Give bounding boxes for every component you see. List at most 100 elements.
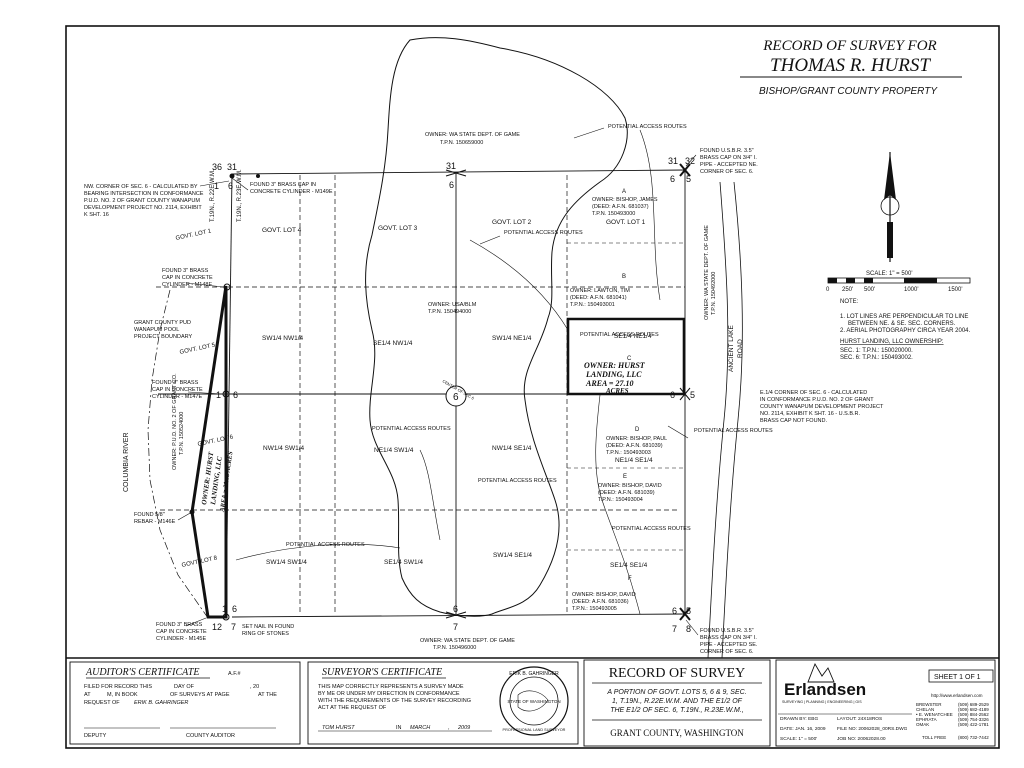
access-route-4 <box>419 449 441 541</box>
owner-f-2: (DEED: A.F.N. 681036) <box>572 599 629 605</box>
scale-tick-500: 500' <box>864 287 875 293</box>
scale-seg-2 <box>846 278 855 283</box>
ancient-lake-road-west-edge <box>707 181 729 659</box>
govt-lot-2: GOVT. LOT 2 <box>492 219 532 226</box>
note-1a: 1. LOT LINES ARE PERPENDICULAR TO LINE <box>840 314 968 320</box>
potential-access-d-1: POTENTIAL ACCESS ROUTES <box>694 428 773 434</box>
pud-boundary-2: WANAPUM POOL <box>134 327 179 333</box>
corner-num-sw-12: 12 <box>212 622 222 632</box>
auditor-l2c: OF SURVEYS AT PAGE <box>170 692 230 698</box>
drawn-by: DRAWN BY: EBG <box>780 716 818 722</box>
govt-lot-1-left: GOVT. LOT 1 <box>175 228 212 242</box>
found-m147e-3: CYLINDER - M147E <box>152 394 202 400</box>
found-m148e-3: CYLINDER - M148E <box>162 282 212 288</box>
ancient-lake-road-east-edge <box>721 181 743 659</box>
columbia-river: COLUMBIA RIVER <box>123 432 130 492</box>
wa-game-east-2: T.P.N. 150492000 <box>711 272 717 315</box>
corner-num-ne-6: 6 <box>670 174 675 184</box>
owner-a-letter: A <box>622 189 626 195</box>
office-2-city: CHELAN <box>916 707 934 712</box>
hurst-parcel-c <box>566 317 686 396</box>
govt-lot-1: GOVT. LOT 1 <box>606 219 646 226</box>
company-website: http://www.erlandsen.com <box>931 693 983 698</box>
sw-sw: SW1/4 SW1/4 <box>266 559 307 566</box>
auditor-certificate: AUDITOR'S CERTIFICATE A.F.# FILED FOR RE… <box>69 661 301 745</box>
office-4-city: EPHRATA <box>916 717 937 722</box>
found-m145e-3: CYLINDER - M145E <box>156 636 206 642</box>
pud-owner-1: OWNER: P.U.D. NO. 2 OF GRANT CO. <box>172 373 178 470</box>
found-m146e-1: FOUND 5/8" <box>134 512 165 518</box>
access-route-1 <box>469 239 569 331</box>
center-of-section-circle <box>445 385 467 407</box>
surveyor-l4: ACT AT THE REQUEST OF <box>318 705 387 711</box>
toll-free-label: TOLL FREE <box>922 735 946 740</box>
access-route-2 <box>595 394 641 615</box>
sheet-box <box>928 669 994 683</box>
surveyor-sig-name: TOM HURST <box>322 725 355 731</box>
ne-corner-note-2: BRASS CAP ON 3/4" I. <box>700 155 757 161</box>
file-number: FILE NO: 20062028_00RS.DWG <box>837 726 908 732</box>
owner-f-1: OWNER: BISHOP, DAVID <box>572 592 636 598</box>
map-labels: T.19N., R.22E.W.M. T.19N., R.23E.W.M. OW… <box>84 124 884 655</box>
found-m149e-1: FOUND 3" BRASS CAP IN <box>250 182 316 188</box>
leader-m145e <box>185 617 207 627</box>
corner-num-top-6: 6 <box>449 180 454 190</box>
office-1-phone: (509) 689-2529 <box>958 702 989 707</box>
office-5-city: OMAK <box>916 722 929 727</box>
pud-boundary-3: PROJECT BOUNDARY <box>134 334 193 340</box>
corner-num-sw-1: 1 <box>222 604 227 614</box>
corner-num-w-1: 1 <box>216 390 221 400</box>
surveyor-certificate: SURVEYOR'S CERTIFICATE THIS MAP CORRECTL… <box>307 661 579 745</box>
se-ne: SE1/4 NE1/4 <box>614 333 652 340</box>
ne-corner-note-4: CORNER OF SEC. 6. <box>700 169 754 175</box>
corner-num-sw-7: 7 <box>231 622 236 632</box>
scale-label: SCALE: 1" = 500' <box>866 271 912 277</box>
corner-num-e-5: 5 <box>690 390 695 400</box>
pud-owner-2: T.P.N. 150524000 <box>179 412 185 455</box>
corner-m148e <box>223 283 231 291</box>
auditor-deputy: DEPUTY <box>84 733 107 739</box>
potential-access-center: POTENTIAL ACCESS ROUTES <box>478 478 557 484</box>
scale-seg-1 <box>828 278 837 283</box>
corner-east-quarter <box>679 387 691 401</box>
nw-corner-note-2: BEARING INTERSECTION IN CONFORMANCE <box>84 191 204 197</box>
e-quarter-2: IN CONFORMANCE P.U.D. NO. 2 OF GRANT <box>760 397 874 403</box>
e-quarter-1: E.1/4 CORNER OF SEC. 6 - CALCULATED <box>760 390 867 396</box>
surveyor-title: SURVEYOR'S CERTIFICATE <box>322 667 442 678</box>
owner-c-1: OWNER: HURST <box>584 361 646 370</box>
corner-num-e-6: 6 <box>670 390 675 400</box>
title-line-2: THOMAS R. HURST <box>770 55 931 76</box>
surveyor-sig-year: 2009 <box>457 725 470 731</box>
owner-c-2: LANDING, LLC <box>585 370 642 379</box>
auditor-l2b: M, IN BOOK <box>107 692 138 698</box>
leader-nw-corner <box>199 180 230 187</box>
corner-num-se-8: 8 <box>686 624 691 634</box>
title-line-1: RECORD OF SURVEY FOR <box>762 38 936 54</box>
owner-c-letter: C <box>627 356 632 362</box>
corner-num-se-5: 5 <box>686 606 691 616</box>
set-nail-1: SET NAIL IN FOUND <box>242 624 294 630</box>
se-sw: SE1/4 SW1/4 <box>384 559 423 566</box>
scale-tick-1500: 1500' <box>948 287 963 293</box>
scale-seg-4 <box>904 278 937 283</box>
pud-boundary <box>147 289 209 619</box>
note-2: 2. AERIAL PHOTOGRAPHY CIRCA YEAR 2004. <box>840 328 970 334</box>
auditor-title: AUDITOR'S CERTIFICATE <box>85 667 200 678</box>
corner-num-nw-31: 31 <box>227 162 237 172</box>
potential-access-top: POTENTIAL ACCESS ROUTES <box>608 124 687 130</box>
leader-access-d <box>667 425 689 439</box>
record-desc-3: THE E1/2 OF SEC. 6, T.19N., R.23E.W.M., <box>610 707 744 714</box>
corner-num-ne-31: 31 <box>668 156 678 166</box>
corner-se <box>679 607 691 621</box>
found-m146e-2: REBAR - M146E <box>134 519 176 525</box>
nw-corner-note-1: NW. CORNER OF SEC. 6 - CALCULATED BY <box>84 184 198 190</box>
auditor-l3a: REQUEST OF <box>84 700 120 706</box>
found-m148e-2: CAP IN CONCRETE <box>162 275 213 281</box>
title-line-3: BISHOP/GRANT COUNTY PROPERTY <box>759 86 938 97</box>
owner-game-bottom-2: T.P.N. 150496000 <box>433 645 476 651</box>
owner-game-bottom-1: OWNER: WA STATE DEPT. OF GAME <box>420 638 515 644</box>
map-area <box>147 37 743 659</box>
auditor-afn: A.F.# <box>228 671 241 677</box>
se-corner-note-2: BRASS CAP ON 3/4" I. <box>700 635 757 641</box>
